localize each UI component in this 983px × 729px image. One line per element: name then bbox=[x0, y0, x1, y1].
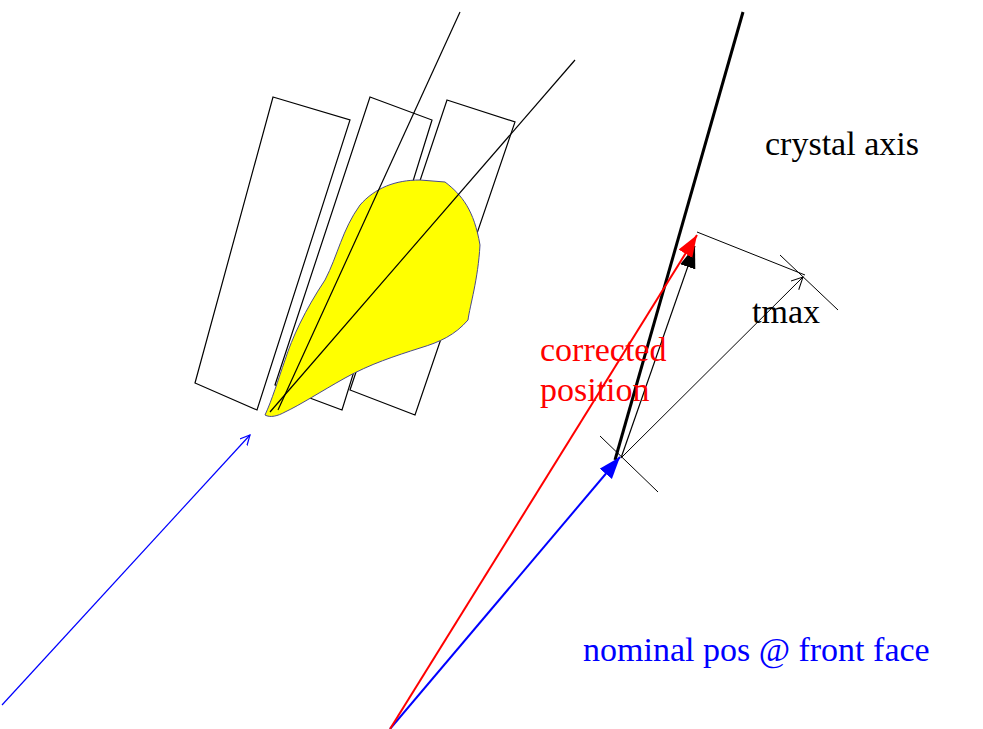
nominal-label: nominal pos @ front face bbox=[583, 630, 978, 670]
dimension-label: tmax bbox=[752, 292, 862, 332]
axis-label: crystal axis bbox=[765, 124, 975, 164]
corrected-label: corrected position bbox=[540, 330, 680, 410]
